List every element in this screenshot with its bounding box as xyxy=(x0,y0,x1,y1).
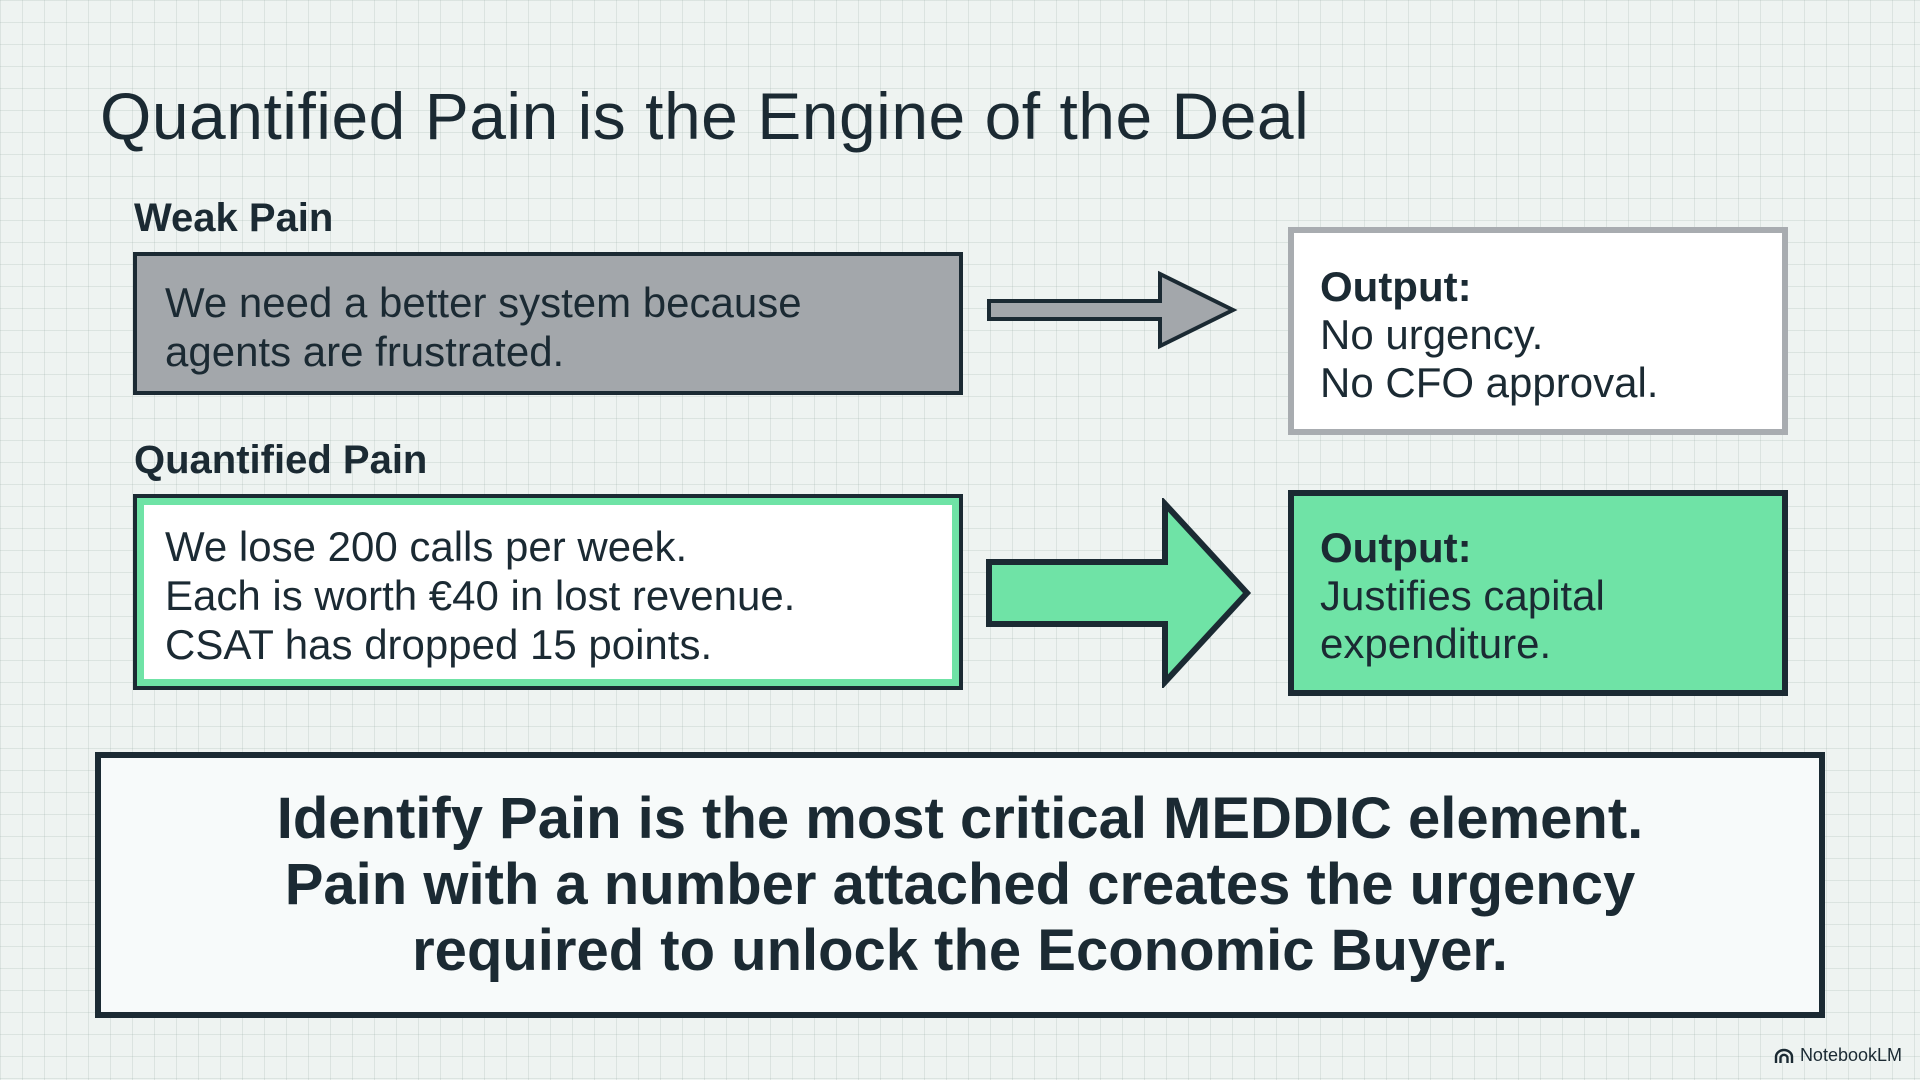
quantified-statement-line-1: We lose 200 calls per week. xyxy=(165,523,688,570)
weak-right-arrow-icon xyxy=(987,270,1238,350)
notebooklm-logo-icon xyxy=(1774,1048,1794,1063)
weak-pain-label: Weak Pain xyxy=(134,196,334,240)
quantified-pain-label: Quantified Pain xyxy=(134,438,428,482)
quantified-pain-statement-box: We lose 200 calls per week. Each is wort… xyxy=(133,494,963,690)
quantified-output-line-2: expenditure. xyxy=(1320,620,1552,667)
quantified-statement-line-3: CSAT has dropped 15 points. xyxy=(165,621,713,668)
weak-statement-line-1: We need a better system because xyxy=(165,279,802,326)
summary-box: Identify Pain is the most critical MEDDI… xyxy=(95,752,1825,1018)
weak-output-line-2: No CFO approval. xyxy=(1320,359,1659,406)
quantified-statement-line-2: Each is worth €40 in lost revenue. xyxy=(165,572,796,619)
summary-line-1: Identify Pain is the most critical MEDDI… xyxy=(276,786,1644,851)
weak-output-line-1: No urgency. xyxy=(1320,311,1544,358)
weak-statement-line-2: agents are frustrated. xyxy=(165,328,565,375)
quantified-output-heading: Output: xyxy=(1320,524,1472,571)
weak-output-heading: Output: xyxy=(1320,263,1472,310)
notebooklm-watermark: NotebookLM xyxy=(1774,1045,1902,1066)
quantified-right-arrow-icon xyxy=(986,498,1252,688)
quantified-pain-output-box: Output: Justifies capital expenditure. xyxy=(1288,490,1788,696)
summary-line-3: required to unlock the Economic Buyer. xyxy=(412,918,1508,983)
watermark-text: NotebookLM xyxy=(1799,1045,1902,1065)
quantified-output-line-1: Justifies capital xyxy=(1320,572,1605,619)
weak-pain-statement-box: We need a better system because agents a… xyxy=(133,252,963,395)
page-title: Quantified Pain is the Engine of the Dea… xyxy=(100,79,1310,153)
summary-line-2: Pain with a number attached creates the … xyxy=(284,852,1636,917)
weak-pain-output-box: Output: No urgency. No CFO approval. xyxy=(1288,227,1788,435)
